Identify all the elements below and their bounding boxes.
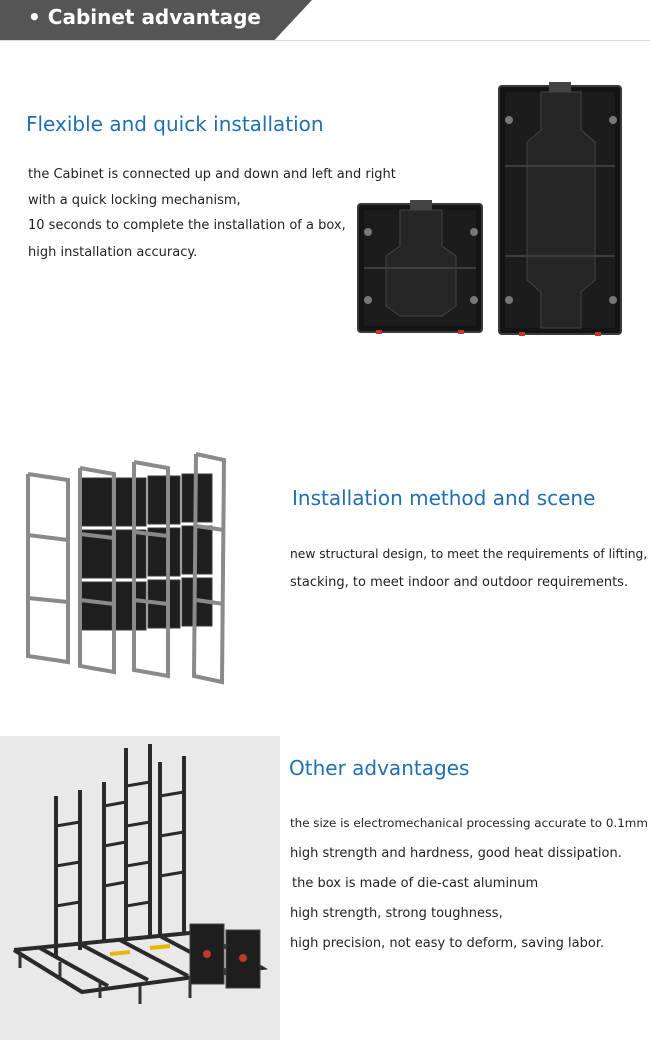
banner-divider xyxy=(0,40,650,41)
section1-line-4: high installation accuracy. xyxy=(28,245,198,260)
small-cabinet-image xyxy=(357,200,483,334)
section3-line-3: the box is made of die-cast aluminum xyxy=(292,876,539,891)
section2-line-2: stacking, to meet indoor and outdoor req… xyxy=(290,575,629,590)
section3-line-5: high precision, not easy to deform, savi… xyxy=(290,936,605,951)
section3-line-4: high strength, strong toughness, xyxy=(290,906,503,921)
banner-background xyxy=(0,0,312,40)
banner-title: • Cabinet advantage xyxy=(28,5,261,29)
tall-cabinet-image xyxy=(498,82,622,336)
section1-line-2: with a quick locking mechanism, xyxy=(28,193,241,208)
section3-line-1: the size is electromechanical processing… xyxy=(290,816,648,830)
section-heading-other-advantages: Other advantages xyxy=(289,756,470,780)
section-banner: • Cabinet advantage xyxy=(0,0,650,41)
hanging-frame-installation-image xyxy=(26,452,227,685)
banner-title-text: Cabinet advantage xyxy=(47,5,261,29)
section3-line-2: high strength and hardness, good heat di… xyxy=(290,846,622,861)
section1-line-1: the Cabinet is connected up and down and… xyxy=(28,167,396,182)
bullet-icon: • xyxy=(28,5,41,29)
section-heading-flexible-installation: Flexible and quick installation xyxy=(26,112,324,136)
section1-line-3: 10 seconds to complete the installation … xyxy=(28,218,346,233)
section2-line-1: new structural design, to meet the requi… xyxy=(290,547,648,561)
section-heading-installation-method: Installation method and scene xyxy=(292,486,596,510)
stacking-frame-scene-image xyxy=(0,736,280,1040)
